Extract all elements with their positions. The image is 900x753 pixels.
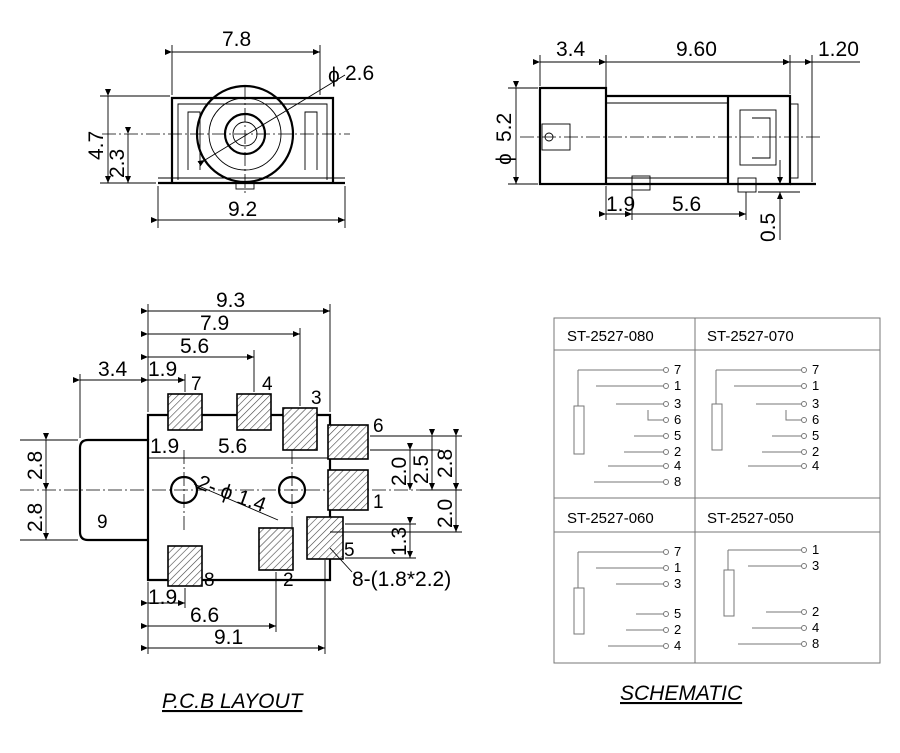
pin-label-7: 7 (191, 374, 202, 395)
side-dim-e: 5.6 (672, 193, 701, 216)
pcb-holes-label: 2- ϕ 1.4 (194, 471, 269, 517)
sch-050-pin-3: 3 (812, 558, 819, 573)
pin-label-3: 3 (311, 388, 322, 409)
sch-060-pin-1: 1 (674, 560, 681, 575)
sch-070-pin-6: 6 (812, 412, 819, 427)
sch-060-pin-2: 2 (674, 622, 681, 637)
sch-070-pin-5: 5 (812, 428, 819, 443)
schematic-model-070: ST-2527-070 (707, 328, 794, 345)
front-dim-width-bottom: 9.2 (228, 198, 257, 221)
pcb-dim-1-9-bottom: 1.9 (148, 586, 177, 609)
sch-070-pin-2: 2 (812, 444, 819, 459)
pin-label-1: 1 (373, 492, 384, 513)
pin-label-2: 2 (283, 570, 294, 591)
pcb-layout: 7 4 3 6 1 5 2 8 9 9.3 7.9 5.6 3.4 1.9 1.… (20, 289, 462, 713)
schematic-model-050: ST-2527-050 (707, 510, 794, 527)
sch-060-pin-5: 5 (674, 606, 681, 621)
sch-050-pin-4: 4 (812, 620, 819, 635)
front-phi-symbol: ϕ (328, 64, 340, 87)
pad-2 (258, 527, 294, 571)
side-dim-f: 0.5 (757, 213, 780, 242)
pcb-dim-1-3-right: 1.3 (388, 527, 411, 556)
front-dim-center-height: 2.3 (106, 149, 129, 178)
pin-label-4: 4 (262, 374, 273, 395)
pcb-dim-6-6: 6.6 (190, 604, 219, 627)
pcb-dim-1-9-mid: 1.9 (150, 435, 179, 458)
pin-label-8: 8 (204, 570, 215, 591)
pin-label-9: 9 (97, 512, 108, 533)
pcb-dim-5-6-mid: 5.6 (218, 435, 247, 458)
sch-070-pin-4: 4 (812, 458, 819, 473)
sch-080-pin-4: 4 (674, 458, 681, 473)
schematic-model-080: ST-2527-080 (567, 328, 654, 345)
sch-080-pin-5: 5 (674, 428, 681, 443)
schematic-cell-080: 7 1 3 6 5 2 4 8 (573, 362, 681, 489)
pin-label-5: 5 (344, 540, 355, 561)
sch-050-pin-8: 8 (812, 636, 819, 651)
schematic: ST-2527-080 ST-2527-070 ST-2527-060 ST-2… (553, 317, 881, 705)
sch-080-pin-7: 7 (674, 362, 681, 377)
schematic-caption: SCHEMATIC (620, 682, 743, 705)
pcb-dim-1-9-top: 1.9 (148, 358, 177, 381)
pcb-dim-2-5-right: 2.5 (410, 455, 433, 484)
pad-4 (236, 393, 272, 431)
pcb-dim-2-0-right-top: 2.0 (388, 457, 411, 486)
sch-070-pin-7: 7 (812, 362, 819, 377)
pcb-dim-2-0-right-bottom: 2.0 (434, 499, 457, 528)
pad-5 (306, 516, 344, 560)
side-dim-b: 9.60 (676, 38, 717, 61)
pcb-dim-5-6-top: 5.6 (180, 335, 209, 358)
sch-060-pin-7: 7 (674, 544, 681, 559)
pcb-dim-9-1: 9.1 (214, 626, 243, 649)
front-dim-width-top: 7.8 (222, 28, 251, 51)
sch-060-pin-4: 4 (674, 638, 681, 653)
pcb-dim-2-8-right: 2.8 (434, 449, 457, 478)
sch-080-pin-2: 2 (674, 444, 681, 459)
side-dim-d: 1.9 (606, 193, 635, 216)
pcb-pad-note: 8-(1.8*2.2) (352, 568, 451, 591)
sch-060-pin-3: 3 (674, 576, 681, 591)
side-dim-c: 1.20 (818, 38, 859, 61)
side-dim-diameter: 5.2 (493, 113, 516, 142)
pcb-dim-7-9: 7.9 (200, 312, 229, 335)
front-dim-height: 4.7 (85, 131, 108, 160)
pad-7 (167, 393, 203, 431)
side-dim-a: 3.4 (556, 38, 586, 61)
front-dim-diameter: 2.6 (345, 62, 374, 85)
pcb-dim-2-8-left-bottom: 2.8 (24, 503, 47, 532)
pcb-caption: P.C.B LAYOUT (162, 690, 305, 713)
sch-050-pin-2: 2 (812, 604, 819, 619)
schematic-cell-050: 1 3 2 4 8 (723, 542, 819, 651)
sch-080-pin-8: 8 (674, 474, 681, 489)
schematic-model-060: ST-2527-060 (567, 510, 654, 527)
pad-8 (167, 545, 203, 587)
sch-080-pin-3: 3 (674, 396, 681, 411)
sch-070-pin-3: 3 (812, 396, 819, 411)
pad-1 (327, 469, 369, 511)
sch-070-pin-1: 1 (812, 378, 819, 393)
sch-080-pin-1: 1 (674, 378, 681, 393)
side-view: 3.4 9.60 1.20 5.2 ϕ 1.9 5.6 0.5 (493, 38, 860, 242)
pad-3 (282, 407, 318, 451)
front-view: 7.8 ϕ 2.6 4.7 2.3 9.2 (85, 28, 374, 228)
pcb-dim-9-3: 9.3 (216, 289, 245, 312)
schematic-cell-060: 7 1 3 5 2 4 (573, 544, 681, 653)
pin-label-6: 6 (373, 416, 384, 437)
pcb-dim-2-8-left-top: 2.8 (24, 451, 47, 480)
pcb-dim-3-4: 3.4 (98, 358, 128, 381)
pad-6 (327, 424, 369, 460)
sch-050-pin-1: 1 (812, 542, 819, 557)
schematic-cell-070: 7 1 3 6 5 2 4 (711, 362, 819, 473)
sch-080-pin-6: 6 (674, 412, 681, 427)
side-phi-symbol: ϕ (493, 153, 516, 165)
